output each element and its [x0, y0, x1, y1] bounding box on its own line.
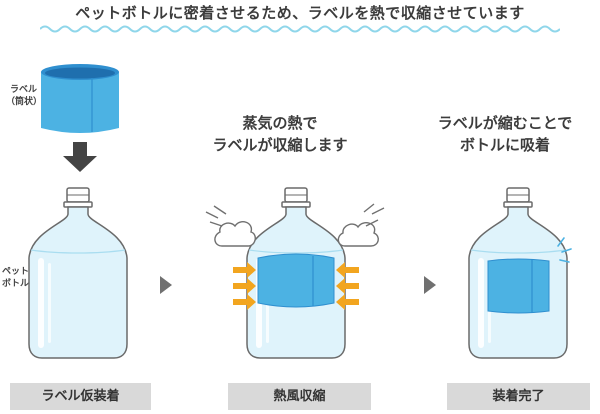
tube-label-icon — [41, 64, 119, 133]
bottle-caption-line2: ボトル — [2, 279, 30, 289]
wave-divider — [40, 25, 560, 33]
bottle-1 — [28, 187, 128, 359]
steam-cloud-right-icon — [337, 203, 385, 247]
step-label-2: 熱風収縮 — [228, 383, 371, 410]
bottle-caption-line1: ペット — [2, 267, 30, 277]
step3-heading: ラベルが縮むことで ボトルに吸着 — [415, 112, 595, 156]
steam-cloud-left-icon — [205, 205, 256, 247]
arrow-right-icon — [424, 276, 436, 294]
step3-heading-line1: ラベルが縮むことで — [437, 114, 573, 132]
step2-heading: 蒸気の熱で ラベルが収縮します — [205, 112, 355, 156]
heat-arrows-left-icon — [233, 262, 256, 310]
arrow-right-icon — [160, 276, 172, 294]
step-label-1: ラベル仮装着 — [10, 383, 151, 410]
label-fitted-icon — [487, 258, 550, 314]
bottle-caption: ペット ボトル — [2, 266, 29, 290]
label-heating-icon — [257, 253, 335, 308]
label-tube-line1: ラベル — [10, 85, 38, 95]
heat-arrows-right-icon — [336, 262, 359, 310]
step3-heading-line2: ボトルに吸着 — [459, 136, 550, 154]
label-tube-line2: （筒状） — [6, 97, 43, 107]
down-arrow-icon — [63, 142, 97, 172]
page-title: ペットボトルに密着させるため、ラベルを熱で収縮させています — [75, 4, 525, 22]
step2-heading-line1: 蒸気の熱で — [242, 114, 318, 132]
shine-icon — [557, 237, 572, 263]
step-label-3: 装着完了 — [447, 383, 590, 410]
label-tube-caption: ラベル （筒状） — [6, 84, 42, 108]
step2-heading-line2: ラベルが収縮します — [212, 136, 348, 154]
